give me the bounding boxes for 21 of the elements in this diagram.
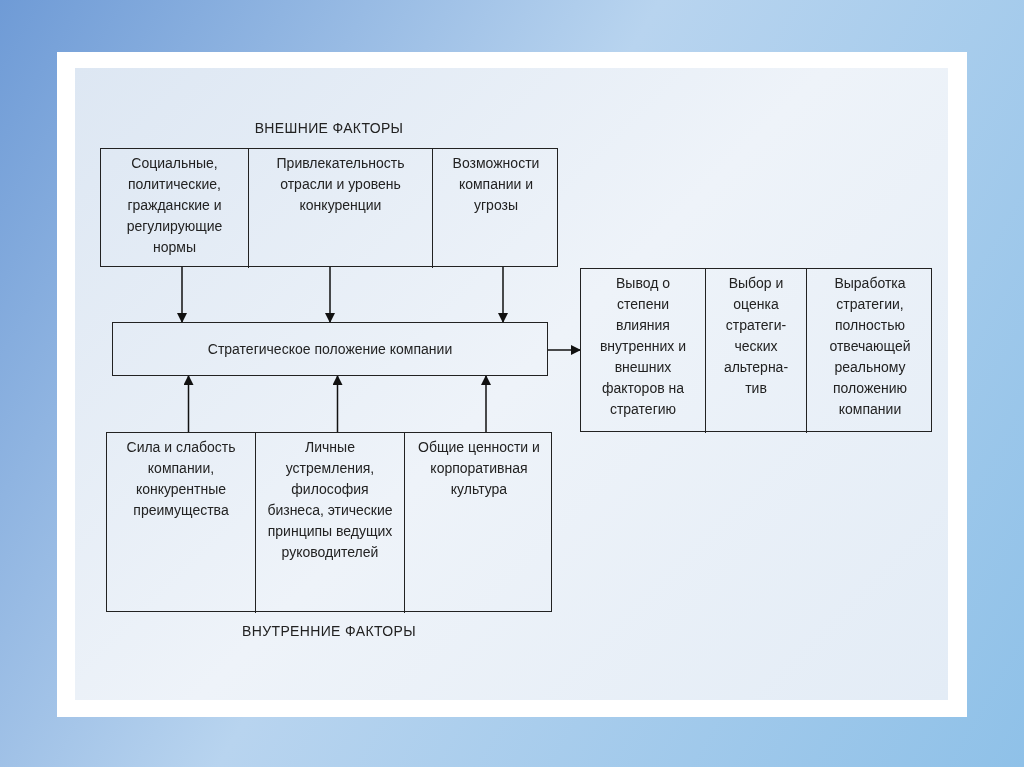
arrow [177,266,187,323]
box-text: Выработка стратегии, полностью отвечающей реальному положению компании [828,274,912,419]
box-text: Общие ценности и корпоративная культура [417,438,541,499]
box-text: Стратегическое положение компании [207,339,453,359]
group-box [580,268,932,432]
arrow [547,345,581,355]
arrow [183,375,194,433]
arrow [332,375,343,433]
box-text: Привлекательность отрасли и уровень конкуренции [275,154,406,215]
box-text: Возможности компании и угрозы [451,154,541,215]
arrow [498,266,508,323]
box-text: Социальные, политические, гражданские и регулирующие нормы [125,154,224,257]
group-heading: ВНУТРЕННИЕ ФАКТОРЫ [242,622,416,641]
arrow [481,375,491,433]
box-text: Вывод о степени влияния внутренних и внешних факторов на стратегию [598,274,688,419]
box-text: Сила и слабость компании, конкурентные преимущества [125,438,237,520]
box-text: Личные устремления, философия бизнеса, этические принципы ведущих руководителей [266,438,394,562]
process-box [112,322,548,376]
group-heading: ВНЕШНИЕ ФАКТОРЫ [254,119,404,138]
box-text: Выбор и оценка стратеги- ческих альтерна- тив [722,274,790,398]
arrow [325,266,335,323]
